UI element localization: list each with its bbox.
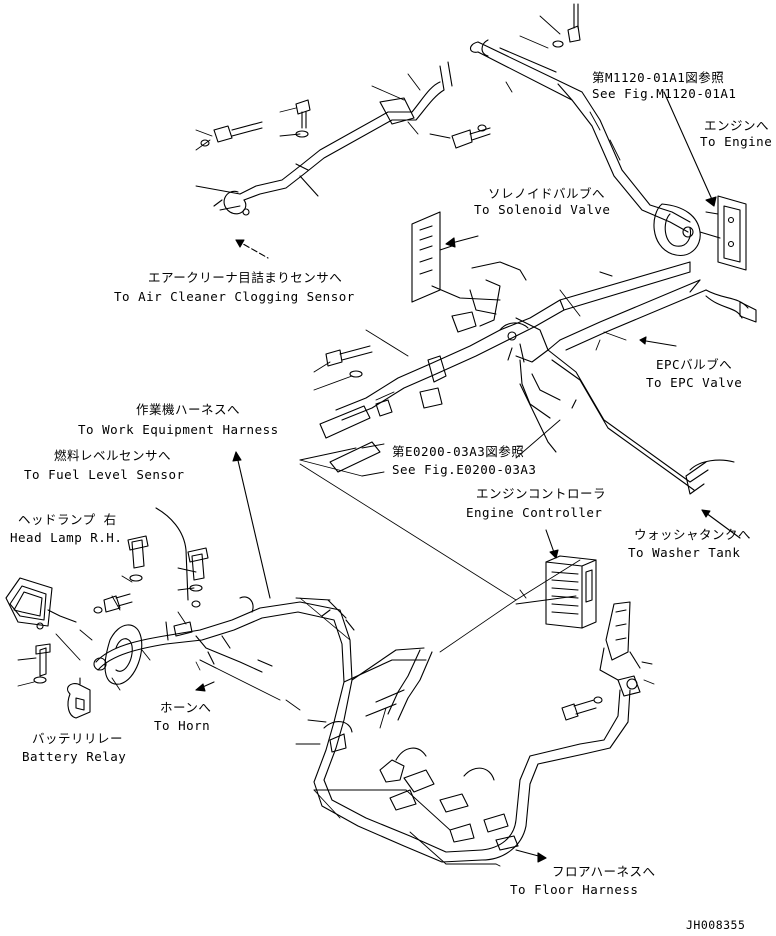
bolt-group-center: [326, 346, 372, 377]
epc-label-en: To EPC Valve: [646, 375, 743, 390]
fig-e0200-label-jp: 第E0200-03A3図参照: [392, 444, 525, 459]
floor-harness-label-jp: フロアハーネスへ: [552, 864, 656, 879]
headlamp-unit: [6, 578, 76, 629]
engine-label-jp: エンジンへ: [704, 118, 770, 133]
lower-main-harness: [94, 508, 426, 684]
engine-label-en: To Engine: [700, 134, 773, 149]
floor-harness-label-en: To Floor Harness: [510, 882, 639, 897]
epc-label-jp: EPCバルブへ: [656, 357, 733, 372]
work-equipment-label-en: To Work Equipment Harness: [78, 422, 279, 437]
fig-m1120-label-en: See Fig.M1120-01A1: [592, 86, 737, 101]
direction-arrows: [196, 92, 740, 862]
assembly-guide-lines: [196, 464, 580, 670]
solenoid-connectors: [412, 212, 526, 332]
fig-m1120-label-jp: 第M1120-01A1図参照: [592, 70, 725, 85]
horn-label-en: To Horn: [154, 718, 211, 733]
main-junction-harness: [320, 318, 734, 494]
engine-controller-label-en: Engine Controller: [466, 505, 603, 520]
solenoid-label-en: To Solenoid Valve: [474, 202, 611, 217]
headlamp-label-jp: ヘッドランプ 右: [18, 512, 117, 527]
headlamp-label-en: Head Lamp R.H.: [10, 530, 123, 545]
engine-controller-label-jp: エンジンコントローラ: [476, 486, 607, 501]
fig-e0200-label-en: See Fig.E0200-03A3: [392, 462, 537, 477]
engine-bracket: [706, 196, 746, 270]
washer-tank-label-jp: ウォッシャタンクへ: [634, 527, 752, 542]
leader-lines: [18, 16, 654, 866]
floor-harness-run: [482, 602, 640, 860]
air-cleaner-label-en: To Air Cleaner Clogging Sensor: [114, 289, 355, 304]
air-cleaner-branch: [214, 62, 452, 215]
work-equipment-label-jp: 作業機ハーネスへ: [136, 402, 241, 417]
bolt-group-top-left: [201, 4, 580, 148]
drawing-number: JH008355: [686, 918, 746, 932]
battery-relay: [68, 678, 90, 718]
battery-relay-label-jp: バッテリリレー: [32, 731, 124, 746]
air-cleaner-label-jp: エアークリーナ目詰まりセンサへ: [148, 270, 343, 285]
upper-harness-bundle: [471, 40, 721, 350]
horn-label-jp: ホーンへ: [160, 700, 212, 715]
bolt-group-left: [34, 536, 208, 683]
washer-tank-label-en: To Washer Tank: [628, 545, 741, 560]
fuel-level-label-en: To Fuel Level Sensor: [24, 467, 185, 482]
fuel-level-label-jp: 燃料レベルセンサへ: [54, 448, 172, 463]
solenoid-label-jp: ソレノイドバルブへ: [488, 186, 606, 201]
battery-relay-label-en: Battery Relay: [22, 749, 127, 764]
engine-controller[interactable]: [546, 556, 596, 628]
lower-loop-harness: [314, 650, 518, 862]
bolt-group-controller: [562, 697, 602, 720]
epc-valve-branch: [706, 290, 756, 322]
